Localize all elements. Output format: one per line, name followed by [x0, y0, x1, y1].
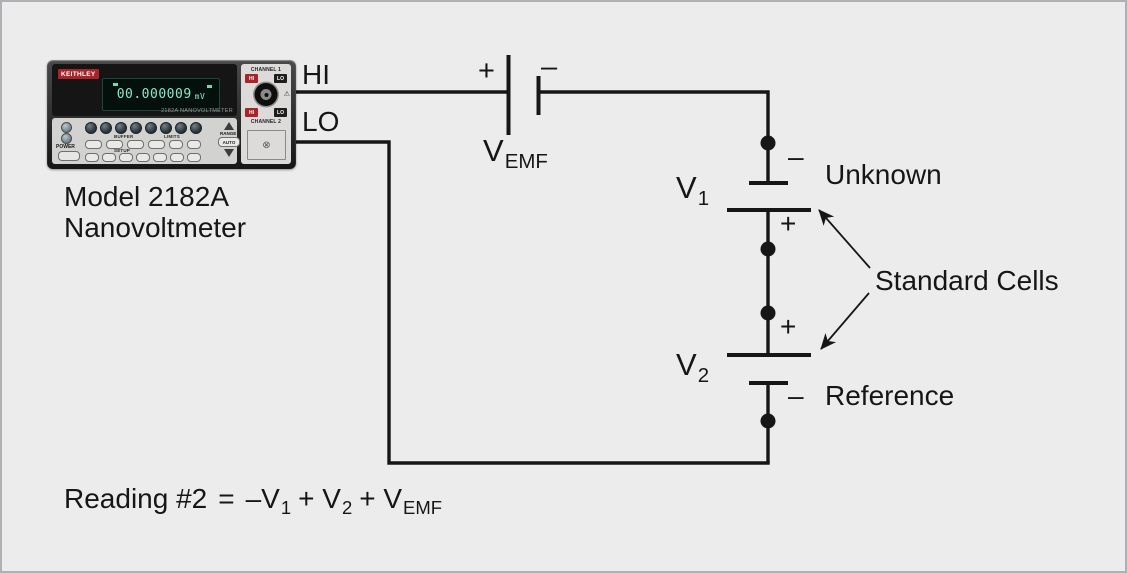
- formula-term1: –V: [245, 483, 280, 514]
- formula-lhs: Reading #2: [64, 483, 208, 514]
- hi-terminal-badge: HI: [245, 108, 258, 117]
- meter-button: [169, 140, 183, 149]
- formula-term2: + V: [298, 483, 341, 514]
- device-caption: Model 2182A Nanovoltmeter: [64, 181, 246, 244]
- formula-term3: + V: [359, 483, 403, 514]
- meter-button: [136, 153, 150, 162]
- vemf-base: V: [483, 133, 504, 168]
- arrow-to-unknown-cell: [818, 209, 871, 269]
- panel-model-text: 2182A NANOVOLTMETER: [161, 108, 233, 114]
- meter-button: [127, 140, 144, 149]
- standard-cells-label: Standard Cells: [875, 265, 1059, 296]
- hi-wire-label: HI: [302, 59, 330, 90]
- reference-cell-label: Reference: [825, 380, 955, 411]
- meter-button: [153, 153, 167, 162]
- emf-to-cells-wire: [540, 90, 770, 183]
- meter-button: [61, 133, 72, 144]
- v1-sub: 1: [697, 186, 710, 210]
- formula-term2-sub: 2: [341, 496, 353, 518]
- power-label: POWER: [56, 144, 75, 150]
- power-switch: [58, 151, 80, 161]
- nanovoltmeter-device: KEITHLEY 00.000009 mV 2182A NANOVOLTMETE…: [47, 60, 296, 169]
- meter-button: [190, 122, 202, 134]
- reading-formula: Reading #2=–V1+ V2+ VEMF: [64, 483, 442, 517]
- connector-ring: [260, 89, 272, 100]
- meter-lcd: 00.000009 mV: [102, 78, 220, 111]
- meter-button: [170, 153, 184, 162]
- auto-range-button: AUTO: [218, 137, 240, 147]
- v1-label: V1: [676, 170, 709, 208]
- connector-pin: [264, 92, 268, 97]
- lcd-indicator: [207, 85, 212, 88]
- emf-minus-sign: –: [541, 51, 558, 83]
- meter-button-row: [85, 122, 202, 134]
- meter-button: [187, 153, 201, 162]
- meter-button-panel: POWER BUFFER LIMITS SETUP RANGE AUTO: [52, 118, 240, 164]
- range-label: RANGE: [220, 131, 237, 136]
- lo-wire-label: LO: [302, 106, 340, 137]
- lcd-unit: mV: [194, 92, 206, 101]
- junction-dot: [760, 413, 776, 429]
- meter-button-row: [85, 140, 201, 149]
- vemf-label: VEMF: [483, 133, 548, 171]
- meter-button: [85, 153, 99, 162]
- junction-dot: [760, 305, 776, 321]
- meter-button: [130, 122, 142, 134]
- meter-button: [100, 122, 112, 134]
- meter-button: [160, 122, 172, 134]
- channel1-label: CHANNEL 1: [250, 67, 282, 73]
- v2-base: V: [676, 347, 697, 382]
- range-up-button: [224, 122, 234, 130]
- v2-minus-sign: –: [788, 380, 804, 411]
- formula-term3-sub: EMF: [403, 496, 443, 518]
- meter-button: [61, 122, 72, 133]
- meter-connector-panel: CHANNEL 1 HI LO ⚠ HI LO CHANNEL 2 ⊗: [241, 64, 291, 164]
- meter-button: [102, 153, 116, 162]
- junction-dot: [760, 135, 776, 151]
- input-connector: [254, 83, 278, 106]
- meter-button-row: [85, 153, 201, 162]
- meter-button: [187, 140, 201, 149]
- channel2-label: CHANNEL 2: [250, 119, 282, 125]
- meter-button: [145, 122, 157, 134]
- meter-button: [106, 140, 123, 149]
- lcd-value: 00.000009: [116, 87, 192, 102]
- meter-button: [148, 140, 165, 149]
- v2-plus-sign: +: [780, 311, 797, 342]
- v2-sub: 2: [697, 363, 710, 387]
- keithley-logo: KEITHLEY: [58, 69, 99, 79]
- range-down-button: [224, 149, 234, 157]
- junction-dot: [760, 241, 776, 257]
- meter-button: [85, 122, 97, 134]
- meter-button: [115, 122, 127, 134]
- v2-label: V2: [676, 347, 709, 385]
- v1-base: V: [676, 170, 697, 205]
- meter-button: [175, 122, 187, 134]
- emf-plus-sign: +: [478, 55, 495, 87]
- meter-display-panel: KEITHLEY 00.000009 mV 2182A NANOVOLTMETE…: [52, 64, 237, 116]
- formula-equals: =: [218, 483, 235, 514]
- lo-terminal-badge: LO: [274, 74, 287, 83]
- v1-minus-sign: –: [788, 141, 804, 172]
- warning-icon: ⚠: [283, 91, 290, 98]
- v1-plus-sign: +: [780, 208, 797, 239]
- meter-button: [85, 140, 102, 149]
- limits-group-label: LIMITS: [164, 134, 180, 139]
- lcd-indicator: [113, 83, 118, 86]
- lo-terminal-badge: LO: [274, 108, 287, 117]
- device-caption-line2: Nanovoltmeter: [64, 212, 247, 244]
- vemf-sub: EMF: [504, 149, 548, 173]
- arrow-to-reference-cell: [820, 292, 870, 350]
- hi-terminal-badge: HI: [245, 74, 258, 83]
- device-caption-line1: Model 2182A: [64, 181, 230, 212]
- formula-term1-sub: 1: [280, 496, 292, 518]
- meter-button: [119, 153, 133, 162]
- buffer-group-label: BUFFER: [114, 134, 134, 139]
- setup-group-label: SETUP: [114, 147, 131, 153]
- connector-schematic-icon: ⊗: [247, 130, 286, 160]
- unknown-cell-label: Unknown: [825, 159, 942, 190]
